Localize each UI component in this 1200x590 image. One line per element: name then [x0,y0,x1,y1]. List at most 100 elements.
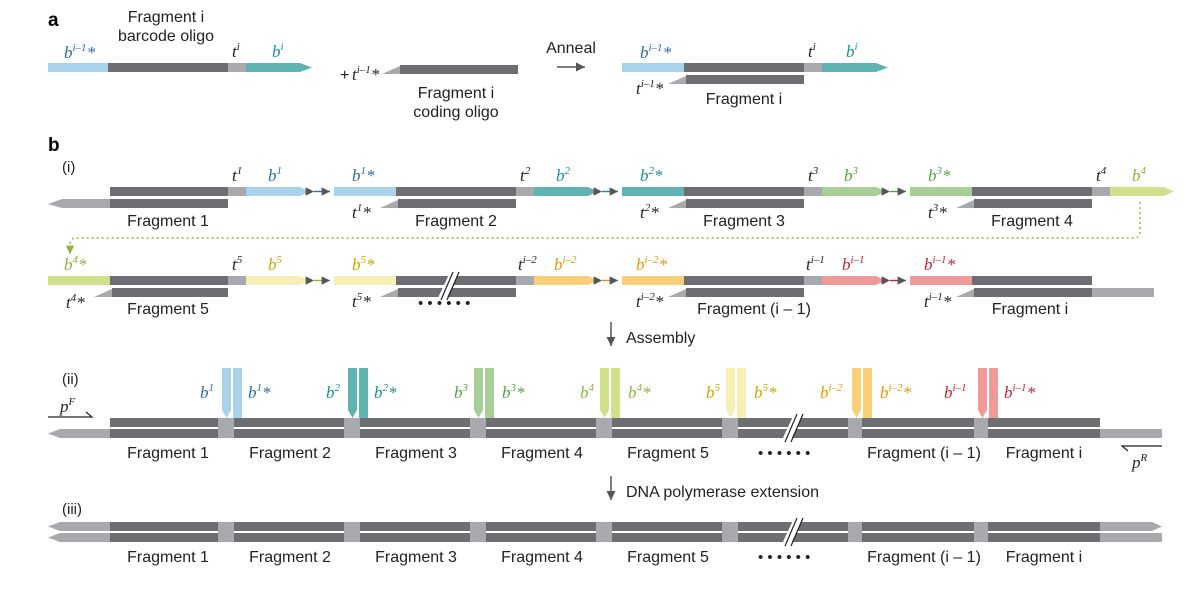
label-t-i: ti [232,41,240,61]
label-b4: b4 [1132,165,1147,185]
break-gap [781,411,803,445]
label-t2-star: t2* [640,202,659,222]
ii-label-b1: b1 [200,382,214,402]
barcode-b4 [1110,187,1174,196]
label-bi2: bi–2 [554,254,577,274]
coding-oligo [382,65,518,74]
ii-fragment-3: Fragment 3 [375,445,457,462]
linker-t-star [668,76,686,84]
barcode-b5 [246,276,310,285]
fragment-bottom [486,533,596,542]
linker-joint [848,522,862,542]
iii-fragment-i: Fragment i [1006,549,1082,566]
barcode-b1 [246,187,310,196]
ii-label-bi1-star: bi–1* [1004,382,1036,402]
linker-ti2-star [668,289,686,297]
barcode-flag [600,368,609,418]
ii-label-b4: b4 [580,382,595,402]
fragment-5-top [110,276,228,285]
label-b1-star: b1* [352,165,375,185]
primer-pF-arrow [48,411,94,418]
barcode-flag-star [611,368,620,418]
break-line [784,413,798,443]
roman-i: (i) [62,159,75,176]
label-bi2-star: bi–2* [636,254,668,274]
barcode-flag [474,368,483,418]
barcode-b5-star [334,276,396,285]
iii-ellipsis: • • • • • • [758,549,810,566]
barcode-flag-star [359,368,368,418]
break-line [784,517,798,547]
label-ti2-star: ti–2* [636,291,664,311]
extension-label: DNA polymerase extension [626,484,819,501]
row-i-fragment-i: Fragment i [992,301,1068,318]
ii-fragment-4: Fragment 4 [501,445,583,462]
ii-label-bi2: bi–2 [820,382,843,402]
barcode-flag [348,368,357,418]
ii-label-b4-star: b4* [628,382,651,402]
fragment-top [486,522,596,531]
fragment-bottom [360,429,470,438]
fragment-segment [684,63,804,72]
fragment-4-bottom [974,199,1092,208]
fragment-4-top [972,187,1092,196]
ii-fragment-2: Fragment 2 [249,445,331,462]
linker-t5-star [380,289,398,297]
iii-fragment-4: Fragment 4 [501,549,583,566]
label-t1: t1 [232,165,242,185]
barcode-b-i [822,63,888,72]
fragment-1-top [110,187,228,196]
iii-fragment-i-1: Fragment (i – 1) [867,549,981,566]
fragment-bottom [486,429,596,438]
ii-label-b5-star: b5* [754,382,777,402]
label-bi1-star: bi–1* [924,254,956,274]
barcode-oligo [48,63,312,72]
anneal-label: Anneal [546,40,596,57]
fragment-bottom [612,429,722,438]
linker-joint [470,418,486,438]
break-marks [437,269,460,303]
label-t5-star: t5* [352,291,371,311]
ii-label-bi1: bi–1 [944,382,967,402]
fragment-2-top [396,187,516,196]
ii-fragment-5: Fragment 5 [627,445,709,462]
linker-joint [218,418,234,438]
barcode-flag-star [233,368,242,418]
end-linker-right [1100,429,1162,438]
primer-pF-label: pF [59,396,76,416]
label-b1: b1 [268,165,282,185]
label-b-i: bi [846,41,858,61]
barcode-bi2 [534,276,598,285]
barcode-b-i-1-star [48,63,108,72]
label-t5: t5 [232,254,243,274]
label-t1-star: t1* [352,202,371,222]
fragment-3-top [684,187,804,196]
ii-ellipsis: • • • • • • [758,445,810,462]
linker-end [1092,288,1154,297]
fragment-1-bottom [110,199,228,208]
barcode-flag-star [863,368,872,418]
barcode-b3-star [910,187,972,196]
iii-fragment-1: Fragment 1 [127,549,209,566]
break-gap [781,515,803,549]
fragment-top [612,522,722,531]
ii-label-b3-star: b3* [502,382,525,402]
linker-joint [344,522,360,542]
row-i-fragment-3: Fragment 3 [703,213,785,230]
roman-iii: (iii) [62,501,82,518]
plus-sign: + [340,67,349,84]
end-linker-left-top [48,522,110,531]
barcode-bi1-star [910,276,972,285]
fragment-top [862,522,974,531]
label-t-i-1-star: ti–1* [352,64,380,84]
barcode-flag [726,368,735,418]
fragment-top [612,418,722,427]
end-linker-left [48,533,110,542]
linker-joint [974,418,988,438]
linker-joint [722,522,738,542]
fragment-top [988,418,1100,427]
iii-fragment-5: Fragment 5 [627,549,709,566]
label-b5-star: b5* [352,254,375,274]
fragment-i-1-top [684,276,804,285]
